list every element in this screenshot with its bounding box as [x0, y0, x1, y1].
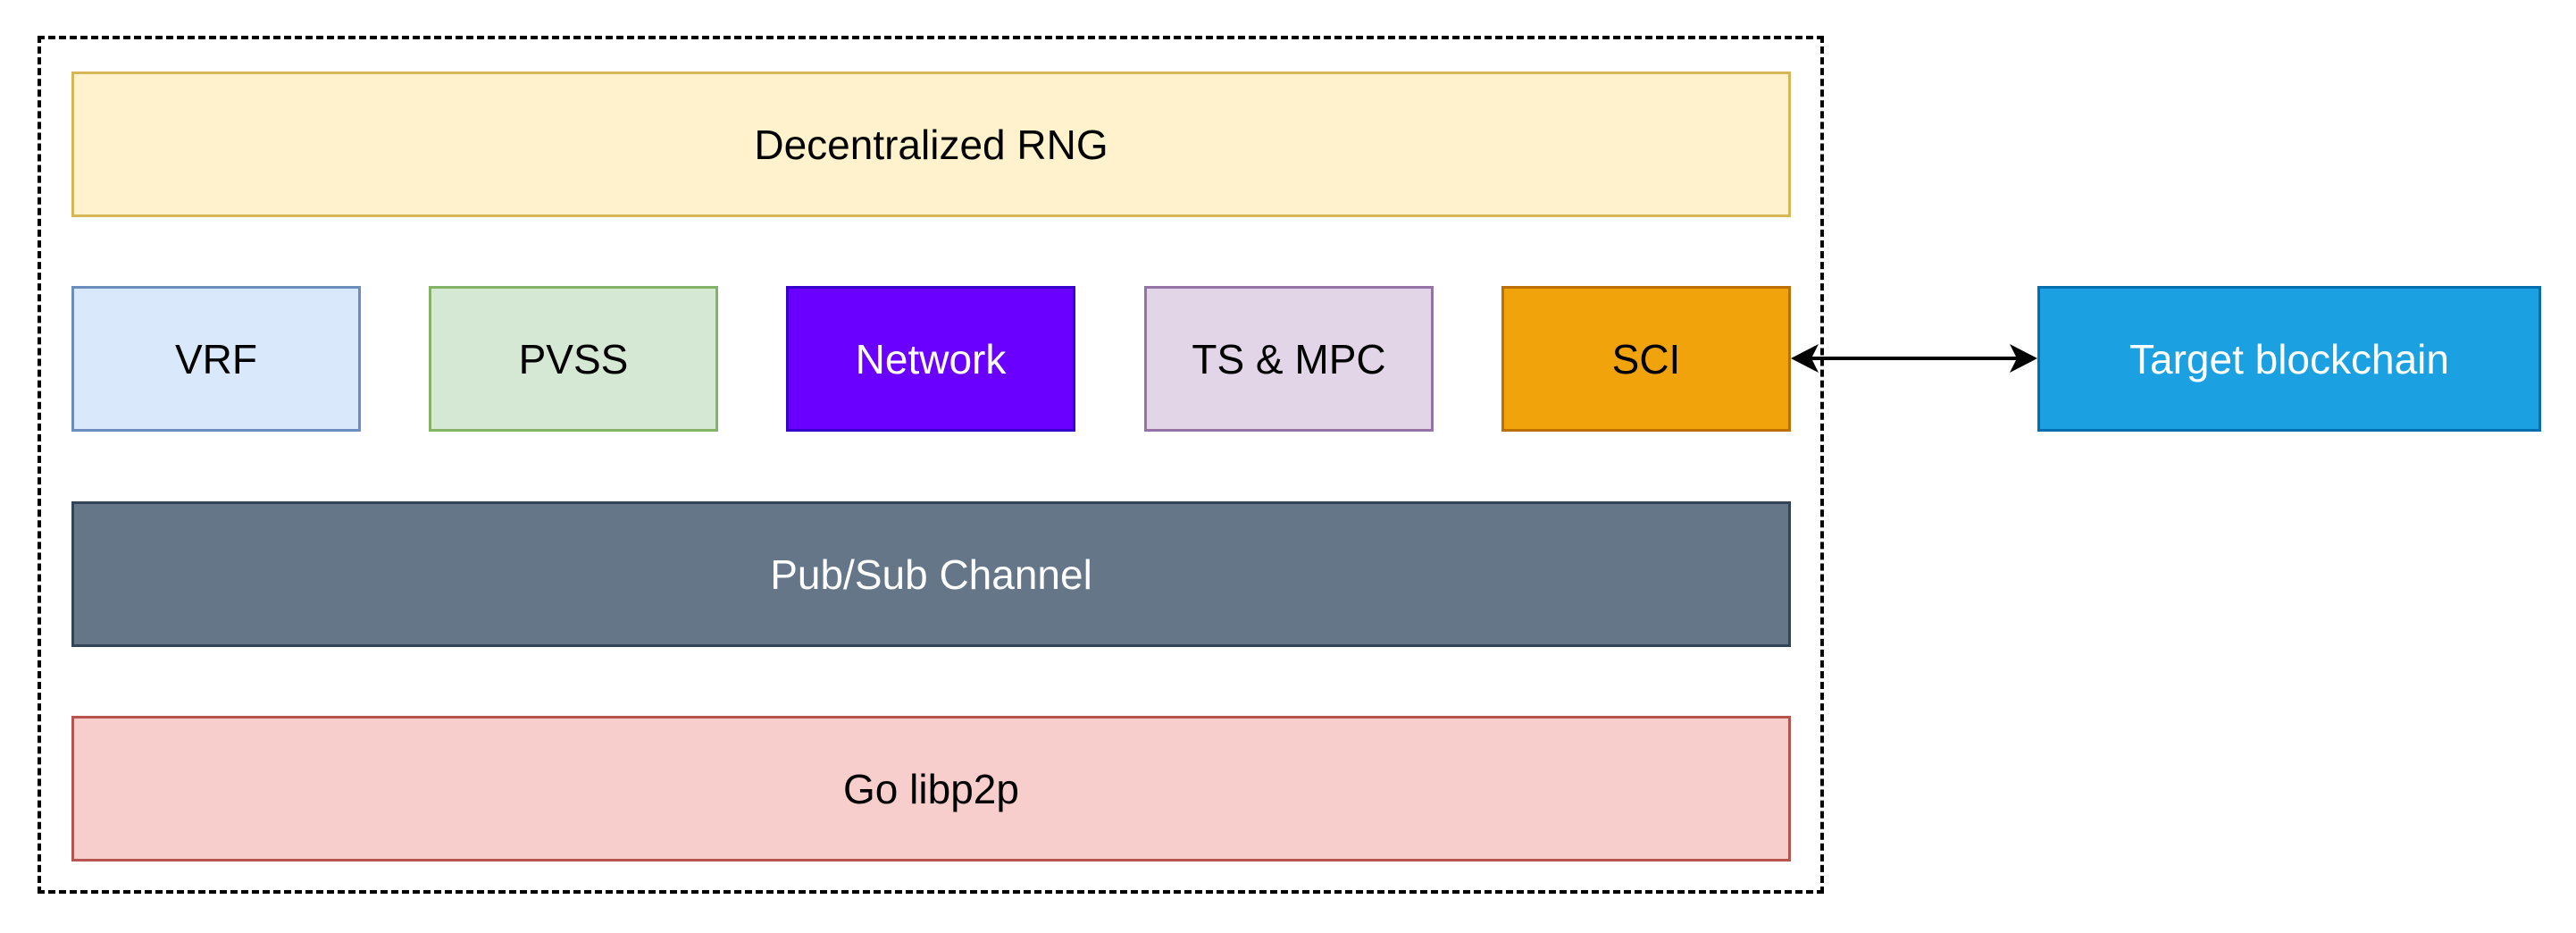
go-libp2p-label: Go libp2p	[843, 765, 1019, 812]
target-blockchain-label: Target blockchain	[2129, 335, 2449, 382]
vrf-box: VRF	[71, 286, 361, 432]
ts-mpc-box: TS & MPC	[1144, 286, 1434, 432]
decentralized-rng-box: Decentralized RNG	[71, 71, 1791, 217]
ts-mpc-label: TS & MPC	[1192, 335, 1386, 382]
go-libp2p-box: Go libp2p	[71, 716, 1791, 862]
rng-system-boundary	[38, 36, 1824, 894]
pvss-label: PVSS	[518, 335, 629, 382]
sci-box: SCI	[1501, 286, 1791, 432]
target-blockchain-box: Target blockchain	[2037, 286, 2541, 432]
network-label: Network	[855, 335, 1007, 382]
sci-label: SCI	[1611, 335, 1681, 382]
pubsub-channel-label: Pub/Sub Channel	[770, 551, 1092, 598]
pubsub-channel-box: Pub/Sub Channel	[71, 501, 1791, 647]
arrowhead-right-icon	[2010, 344, 2037, 373]
network-box: Network	[786, 286, 1075, 432]
vrf-label: VRF	[175, 335, 257, 382]
decentralized-rng-label: Decentralized RNG	[754, 121, 1108, 168]
pvss-box: PVSS	[429, 286, 718, 432]
